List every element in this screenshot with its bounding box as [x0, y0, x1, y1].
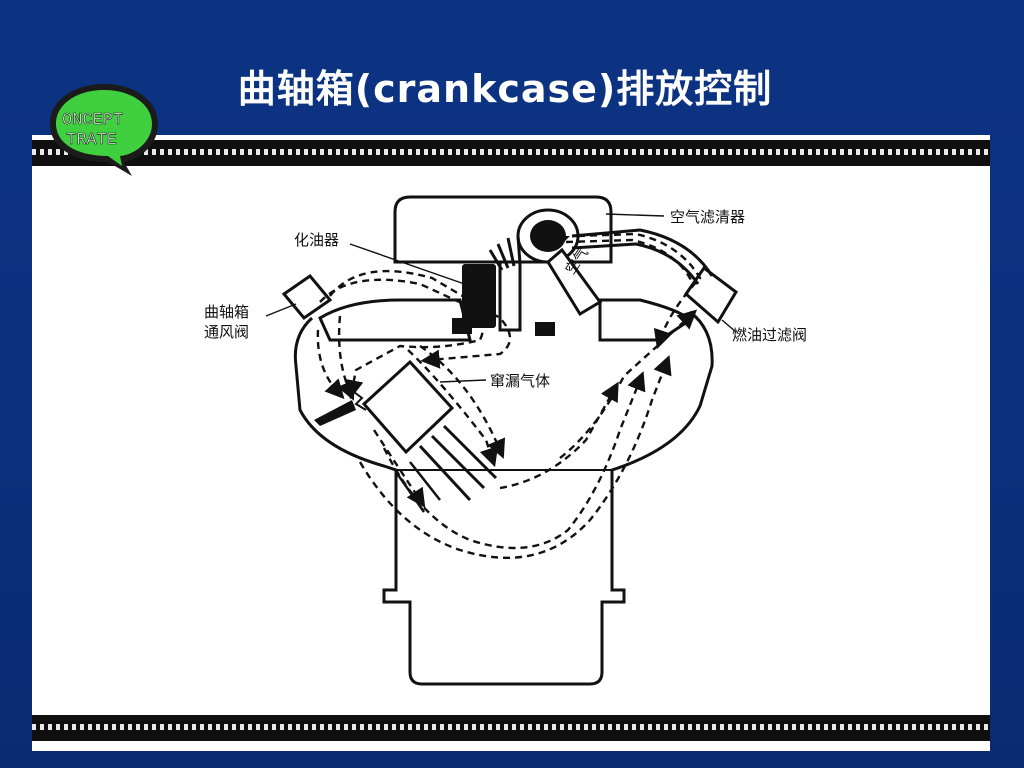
piston [361, 359, 455, 455]
air-hose [571, 228, 714, 277]
label-carburetor: 化油器 [294, 231, 340, 249]
carburetor [462, 264, 496, 328]
logo-text-line1: ONCEPT [62, 111, 123, 130]
air-arrow [546, 247, 603, 317]
intake-manifold [318, 298, 472, 342]
engine-block [293, 310, 714, 686]
pcv-valve-box [281, 273, 333, 321]
concept-strategy-logo: ONCEPT TRATE [50, 84, 158, 176]
label-fuel-filter-valve: 燃油过滤阀 [732, 326, 808, 344]
bottom-border [32, 741, 990, 751]
film-strip-bottom [32, 715, 990, 741]
label-pcv-line2: 通风阀 [204, 323, 250, 341]
label-pcv-line1: 曲轴箱 [204, 303, 250, 321]
leader-lines [265, 213, 737, 383]
logo-text-line2: TRATE [66, 131, 117, 150]
film-strip-top [32, 140, 990, 166]
label-air-filter: 空气滤清器 [670, 208, 746, 226]
label-blowby-gas: 窜漏气体 [490, 372, 551, 390]
spark-plug [314, 400, 356, 426]
slide-title: 曲轴箱(crankcase)排放控制 [237, 67, 773, 111]
flow-paths [316, 232, 702, 560]
